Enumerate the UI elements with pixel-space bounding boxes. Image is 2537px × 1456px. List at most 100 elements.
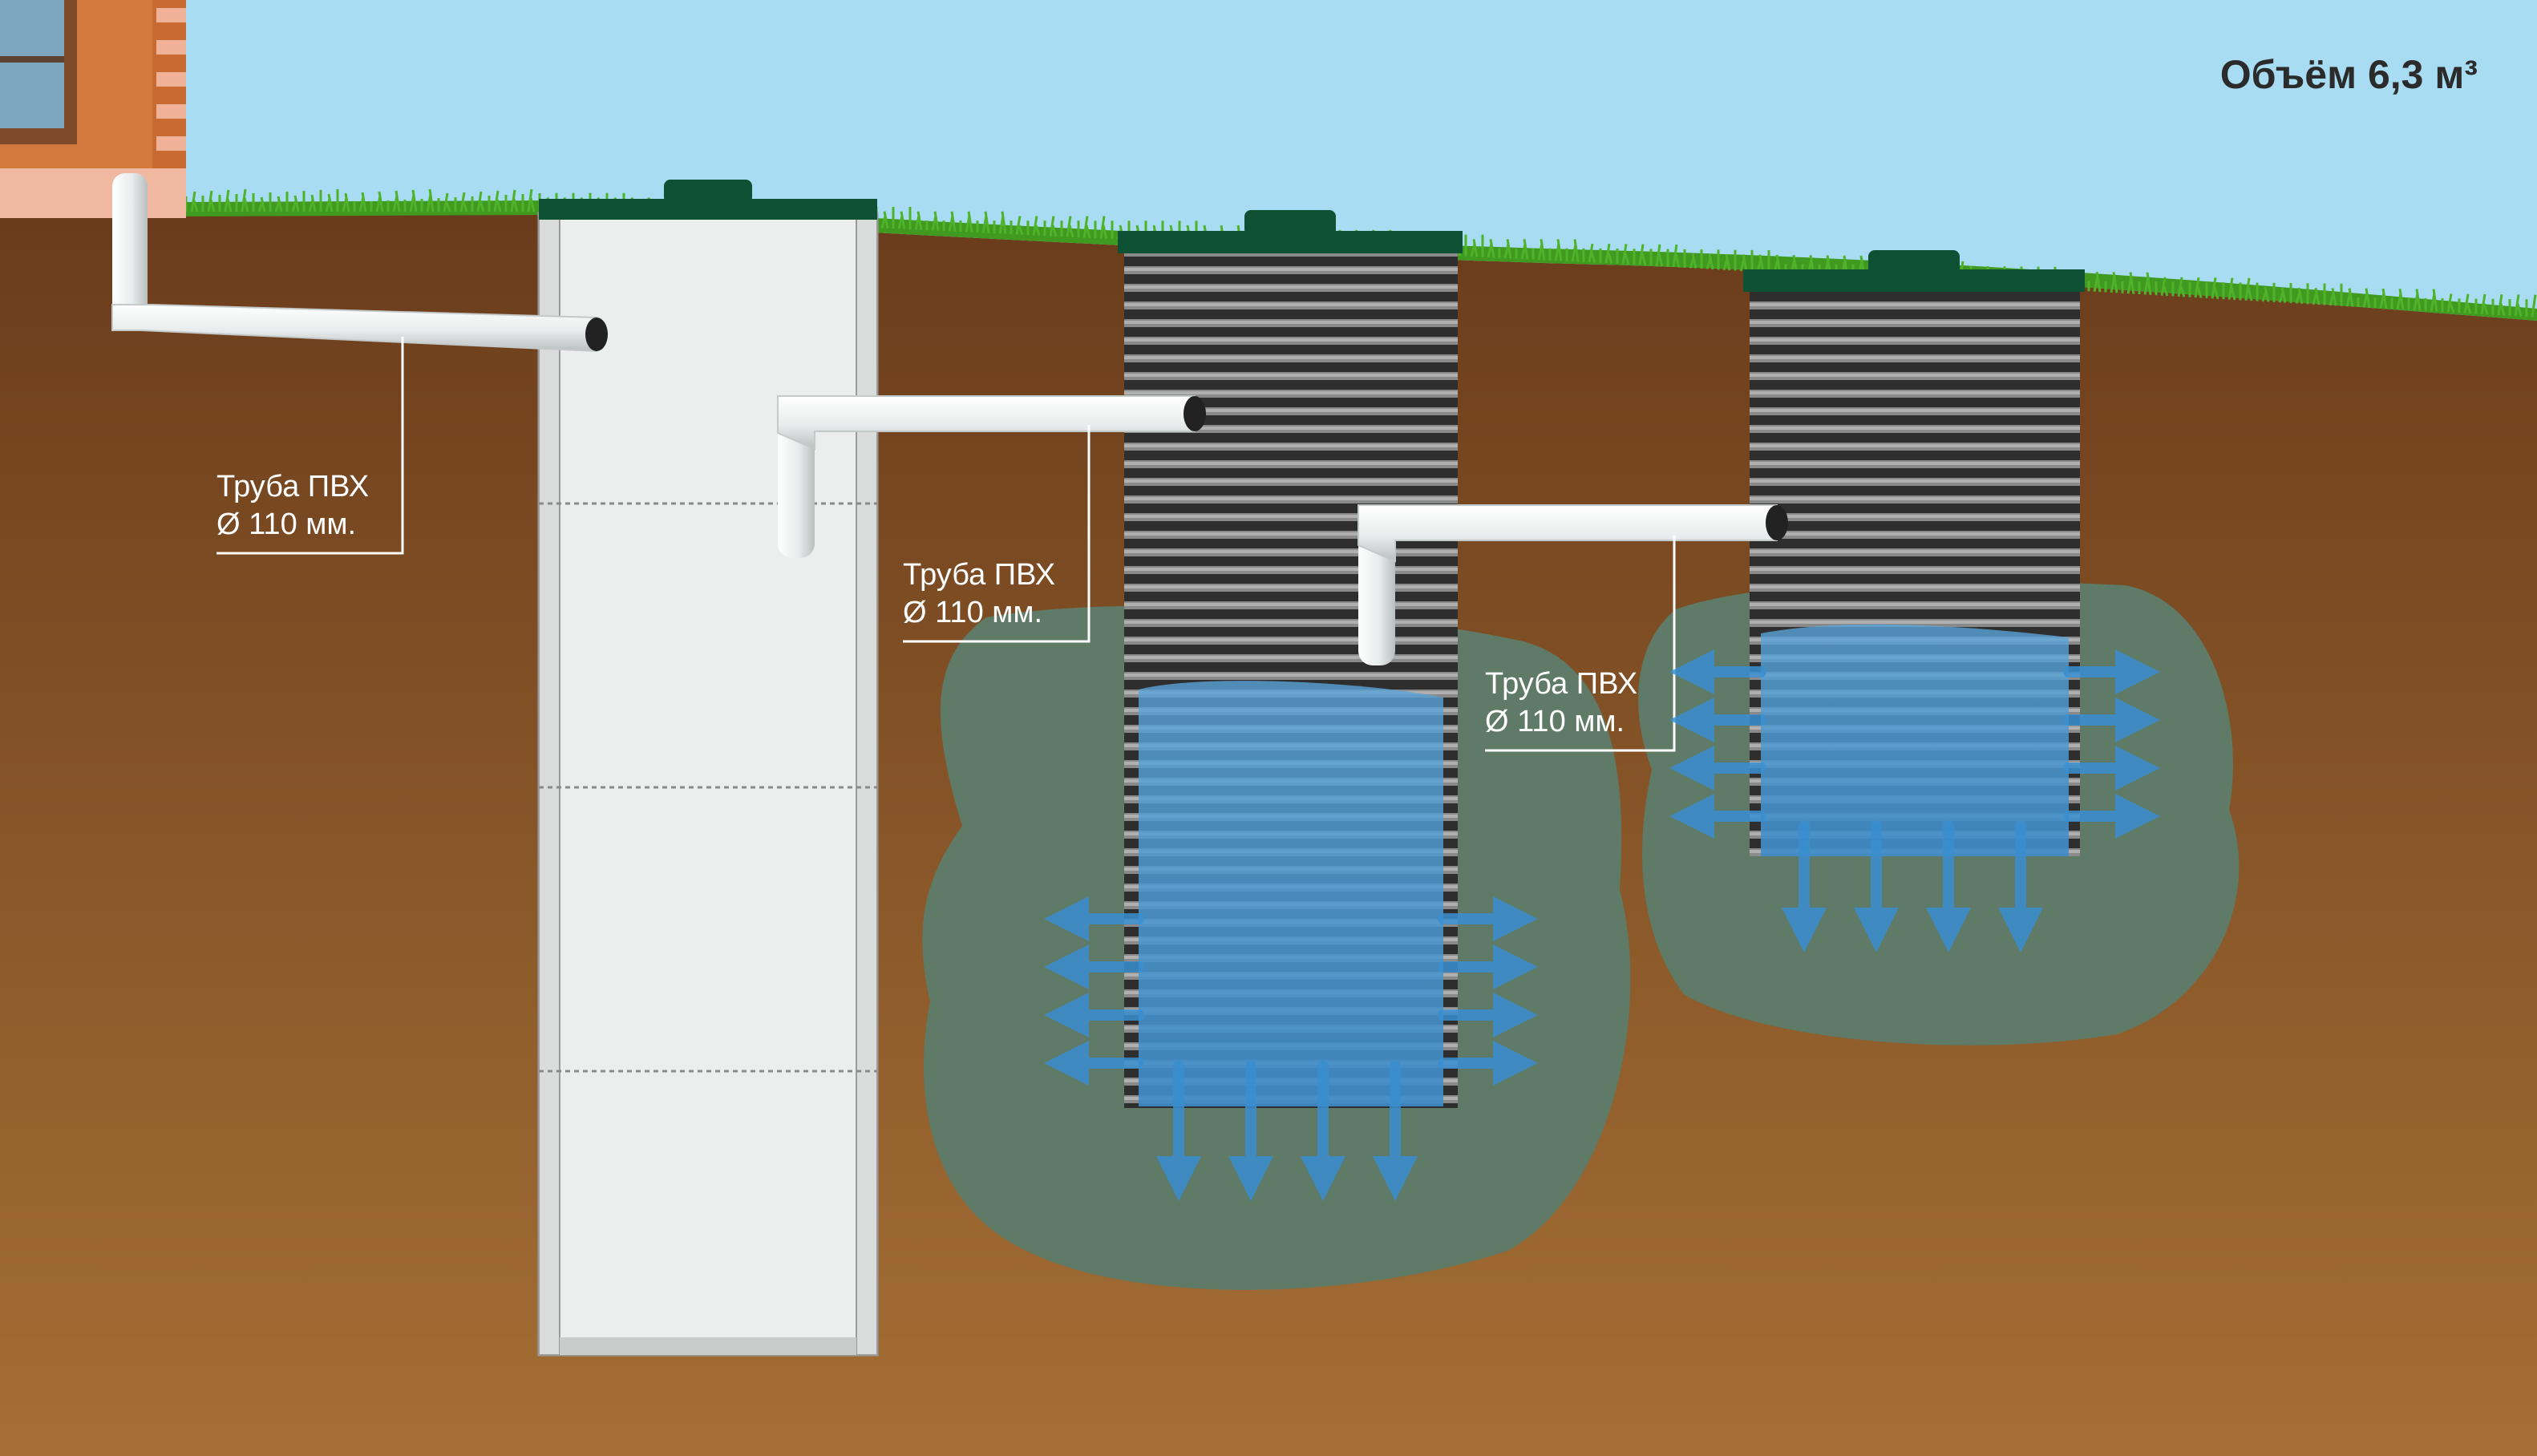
grass-blade [2247,286,2253,301]
grass-blade [1624,253,1630,265]
pipe-2 [777,395,1206,558]
infiltration-arrows [1044,649,2160,1201]
grass-blade [1099,216,1106,239]
grass-blade [1590,252,1596,263]
grass-blade [260,196,266,212]
grass-blade [2348,288,2354,307]
pipe-label-2-name: Труба ПВХ [903,558,1056,592]
grass-blade [462,200,468,212]
grass-blade [1085,224,1091,239]
grass-blade [479,200,485,212]
grass-blade [192,200,199,212]
grass-blade [2297,287,2304,305]
grass-blade [529,197,536,212]
pipe-3 [1358,504,1788,665]
grass-blade [2129,272,2135,294]
grass-blade [1015,216,1022,235]
grass-blade [310,194,317,212]
pipe-1 [111,173,608,353]
grass-blade [1691,253,1697,269]
grass-blade [1556,239,1563,261]
pipe-label-1-size: Ø 110 мм. [216,508,357,541]
grass-blade [2146,272,2152,296]
grass-blade [243,197,249,212]
pipe-label-1: Труба ПВХ Ø 110 мм. [216,468,369,544]
grass-blade [1674,253,1681,268]
grass-blade [1657,253,1664,267]
grass-blade [883,211,889,229]
grass-blade [2398,289,2405,310]
callout-line-1 [216,337,404,555]
grass-blade [226,198,233,212]
grass-blade [527,188,533,212]
grass-blade [2432,289,2438,312]
grass-blade [2381,288,2388,309]
grass-blade [2365,288,2371,309]
grass-blade [344,192,350,212]
grass-blade [1051,224,1058,237]
grass-blade [2163,285,2169,297]
grass-blade [933,211,940,232]
pipe-label-1-name: Труба ПВХ [216,470,370,504]
grass-blade [2280,287,2287,303]
pipe-label-3: Труба ПВХ Ø 110 мм. [1485,665,1637,741]
grass-blade [1540,239,1546,261]
pipe-label-2: Труба ПВХ Ø 110 мм. [903,556,1055,632]
grass-blade [2213,286,2219,300]
grass-blade [916,211,923,230]
grass-blade [1472,239,1479,257]
grass-blade [1708,253,1714,270]
grass-blade [1672,244,1678,268]
grass-blade [2446,293,2453,313]
grass-blade [950,211,957,233]
grass-blade [361,192,367,212]
grass-blade [2415,289,2422,311]
grass-blade [900,211,906,229]
grass-blade [1523,239,1529,260]
grass-blade [510,189,516,212]
grass-blade [224,189,230,212]
grass-blade [1725,253,1731,271]
grass-blade [2331,288,2337,306]
grass-blade [1607,253,1613,265]
grass-blade [1018,224,1024,236]
grass-blade [293,195,300,212]
grass-blade [1068,224,1074,238]
grass-blade [967,211,973,233]
grass-blade [2196,286,2203,298]
callout-line-2 [903,425,1090,643]
grass-blade [209,199,216,212]
grass-blade [445,201,451,212]
grass-blade [2449,302,2455,313]
grass [183,200,2537,321]
grass-blade [2095,271,2102,293]
pipe-label-2-size: Ø 110 мм. [903,596,1043,629]
grass-blade [1506,239,1512,259]
filtration-well-1 [1118,210,1463,1108]
grass-blade [1758,254,1765,273]
grass-blade [2264,287,2270,302]
grass-blade [1641,253,1647,266]
grass-blade [1742,254,1748,272]
volume-label: Объём 6,3 м³ [2219,52,2478,97]
filtration-well-2 [1743,250,2085,856]
grass-blade [2531,294,2537,317]
grass-blade [2179,285,2186,297]
grass-blade [241,188,247,212]
grass-blade [2160,277,2167,296]
pipe-label-3-size: Ø 110 мм. [1485,705,1625,738]
grass-blade [411,189,418,212]
settling-tank [537,180,879,1357]
grass-blade [428,188,435,212]
grass-blade [277,196,283,212]
grass-blade [1588,243,1594,263]
grass-blade [2516,303,2523,317]
grass-blade [1489,239,1495,258]
grass-blade [2230,286,2236,301]
grass-blade [2482,302,2489,315]
grass-blade [2112,272,2118,293]
grass-blade [2466,302,2472,314]
grass-blade [496,199,502,212]
grass-blade [327,193,334,212]
